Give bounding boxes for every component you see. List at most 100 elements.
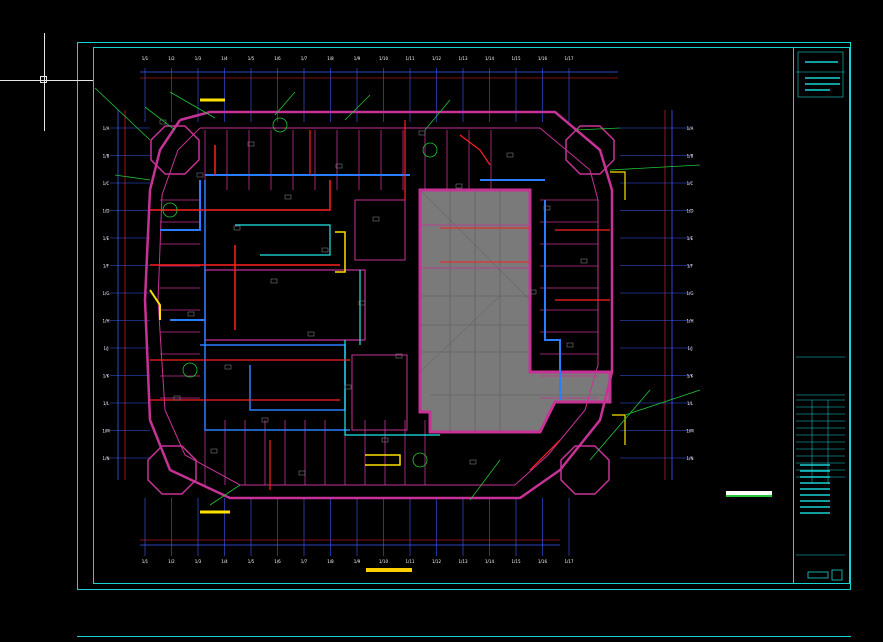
- core-wall: [354, 199, 406, 261]
- equipment-symbol: [261, 417, 269, 423]
- axis-label-bottom: 1/15: [512, 559, 521, 564]
- title-block-content: [796, 51, 845, 581]
- axis-label-left: 1/N: [103, 456, 110, 461]
- axis-label-top: 1/8: [327, 56, 334, 61]
- equipment-symbol: [469, 459, 477, 465]
- leader-line: [589, 389, 651, 461]
- leader-bubble: [162, 202, 178, 218]
- axis-label-left: 1/E: [103, 236, 110, 241]
- red-pipe: [459, 134, 491, 166]
- axis-label-right: 1/B: [687, 154, 694, 159]
- axis-label-right: 1/M: [686, 429, 694, 434]
- corner-stair-wall: [560, 445, 610, 495]
- yellow-duct: [365, 454, 401, 466]
- axis-label-bottom: 1/17: [565, 559, 574, 564]
- axis-label-bottom: 1/2: [168, 559, 175, 564]
- leader-line: [169, 91, 216, 119]
- cyan-pipe: [235, 224, 331, 256]
- corner-stair-wall: [565, 125, 615, 175]
- axis-label-bottom: 1/10: [379, 559, 388, 564]
- axis-label-bottom: 1/4: [221, 559, 228, 564]
- equipment-symbol: [210, 448, 218, 454]
- equipment-symbol: [372, 216, 380, 222]
- yellow-duct: [149, 289, 161, 320]
- blue-pipe: [204, 180, 350, 431]
- axis-label-right: 1/F: [687, 264, 694, 269]
- axis-label-left: 1/M: [102, 429, 110, 434]
- equipment-symbol: [321, 247, 329, 253]
- axis-label-left: 1/A: [103, 126, 110, 131]
- leader-line: [344, 94, 371, 121]
- equipment-symbol: [335, 163, 343, 169]
- axis-label-bottom: 1/16: [538, 559, 547, 564]
- axis-label-top: 1/15: [512, 56, 521, 61]
- equipment-symbol: [159, 119, 167, 125]
- yellow-duct: [610, 171, 626, 200]
- axis-label-bottom: 1/7: [301, 559, 308, 564]
- drawing-sheet-border: [77, 42, 851, 590]
- equipment-symbol: [543, 205, 551, 211]
- equipment-symbol: [492, 236, 500, 242]
- equipment-symbol: [529, 289, 537, 295]
- equipment-symbol: [432, 406, 440, 412]
- exterior-wall: [143, 110, 614, 500]
- blue-pipe: [160, 180, 201, 231]
- axis-label-top: 1/17: [565, 56, 574, 61]
- equipment-symbol: [395, 353, 403, 359]
- equipment-symbol: [307, 331, 315, 337]
- axis-label-left: 1/G: [103, 291, 110, 296]
- axis-label-right: 1/E: [687, 236, 694, 241]
- equipment-symbol: [580, 258, 588, 264]
- yellow-duct: [335, 231, 346, 273]
- axis-label-top: 1/16: [538, 56, 547, 61]
- axis-label-left: 1/D: [103, 209, 110, 214]
- atrium-slab: [418, 188, 612, 434]
- crosshair-pickbox: [40, 76, 47, 83]
- cyan-pipe: [344, 340, 440, 436]
- axis-label-left: 1/K: [103, 374, 110, 379]
- leader-line: [469, 459, 501, 501]
- axis-label-right: 1/J: [687, 346, 692, 351]
- equipment-symbol: [381, 437, 389, 443]
- axis-label-right: 1/K: [687, 374, 694, 379]
- equipment-symbol: [187, 311, 195, 317]
- leader-line: [609, 164, 701, 171]
- leader-bubble: [422, 142, 438, 158]
- equipment-symbol: [284, 194, 292, 200]
- axis-label-right: 1/D: [687, 209, 694, 214]
- leader-lines: [94, 87, 701, 506]
- equipment-symbol: [344, 384, 352, 390]
- yellow-duct: [612, 414, 626, 445]
- axis-label-bottom: 1/3: [195, 559, 202, 564]
- equipment-symbol: [247, 141, 255, 147]
- axis-label-top: 1/7: [301, 56, 308, 61]
- axis-label-left: 1/C: [103, 181, 110, 186]
- axis-label-bottom: 1/8: [327, 559, 334, 564]
- axis-label-bottom: 1/9: [354, 559, 361, 564]
- leader-bubble: [182, 362, 198, 378]
- next-sheet-border: [77, 636, 851, 642]
- equipment-symbol: [298, 470, 306, 476]
- mep-pipework: [149, 98, 626, 514]
- axis-label-bottom: 1/12: [432, 559, 441, 564]
- axis-label-right: 1/L: [687, 401, 694, 406]
- corner-stair-wall: [147, 445, 197, 495]
- leader-line: [624, 389, 701, 416]
- axis-label-top: 1/1: [142, 56, 149, 61]
- building-walls: [143, 110, 615, 500]
- red-pipe: [150, 180, 331, 211]
- leader-bubble: [412, 452, 428, 468]
- axis-label-right: 1/C: [687, 181, 694, 186]
- corner-stair-wall: [150, 125, 200, 175]
- axis-label-top: 1/6: [274, 56, 281, 61]
- axis-label-bottom: 1/11: [406, 559, 415, 564]
- axis-label-top: 1/5: [248, 56, 255, 61]
- axis-label-left: 1/F: [103, 264, 110, 269]
- scale-bar: [726, 491, 772, 495]
- axis-label-top: 1/11: [406, 56, 415, 61]
- leader-line: [144, 106, 176, 131]
- axis-label-bottom: 1/13: [459, 559, 468, 564]
- axis-label-bottom: 1/5: [248, 559, 255, 564]
